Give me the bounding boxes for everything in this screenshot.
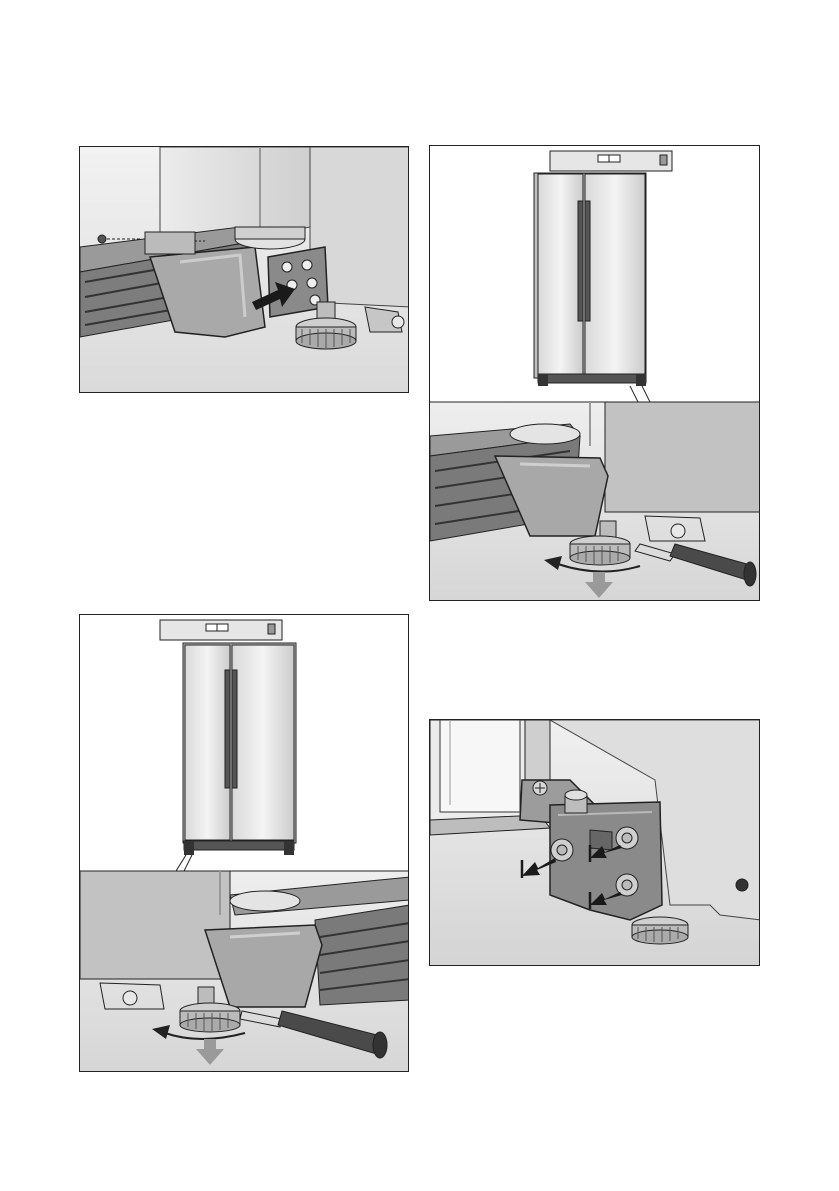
figure-hinge-bracket: [429, 719, 760, 966]
plinth-attach-illustration: [80, 147, 409, 393]
spirit-level-icon: [160, 620, 282, 640]
spirit-level-icon: [550, 151, 672, 171]
figure-level-adjust-right: [429, 145, 760, 601]
level-adjust-right-illustration: [430, 146, 760, 601]
level-adjust-left-illustration: [80, 615, 409, 1072]
figure-level-adjust-left: [79, 614, 409, 1072]
figure-plinth-attach: [79, 146, 409, 393]
hinge-bracket-illustration: [430, 720, 760, 966]
